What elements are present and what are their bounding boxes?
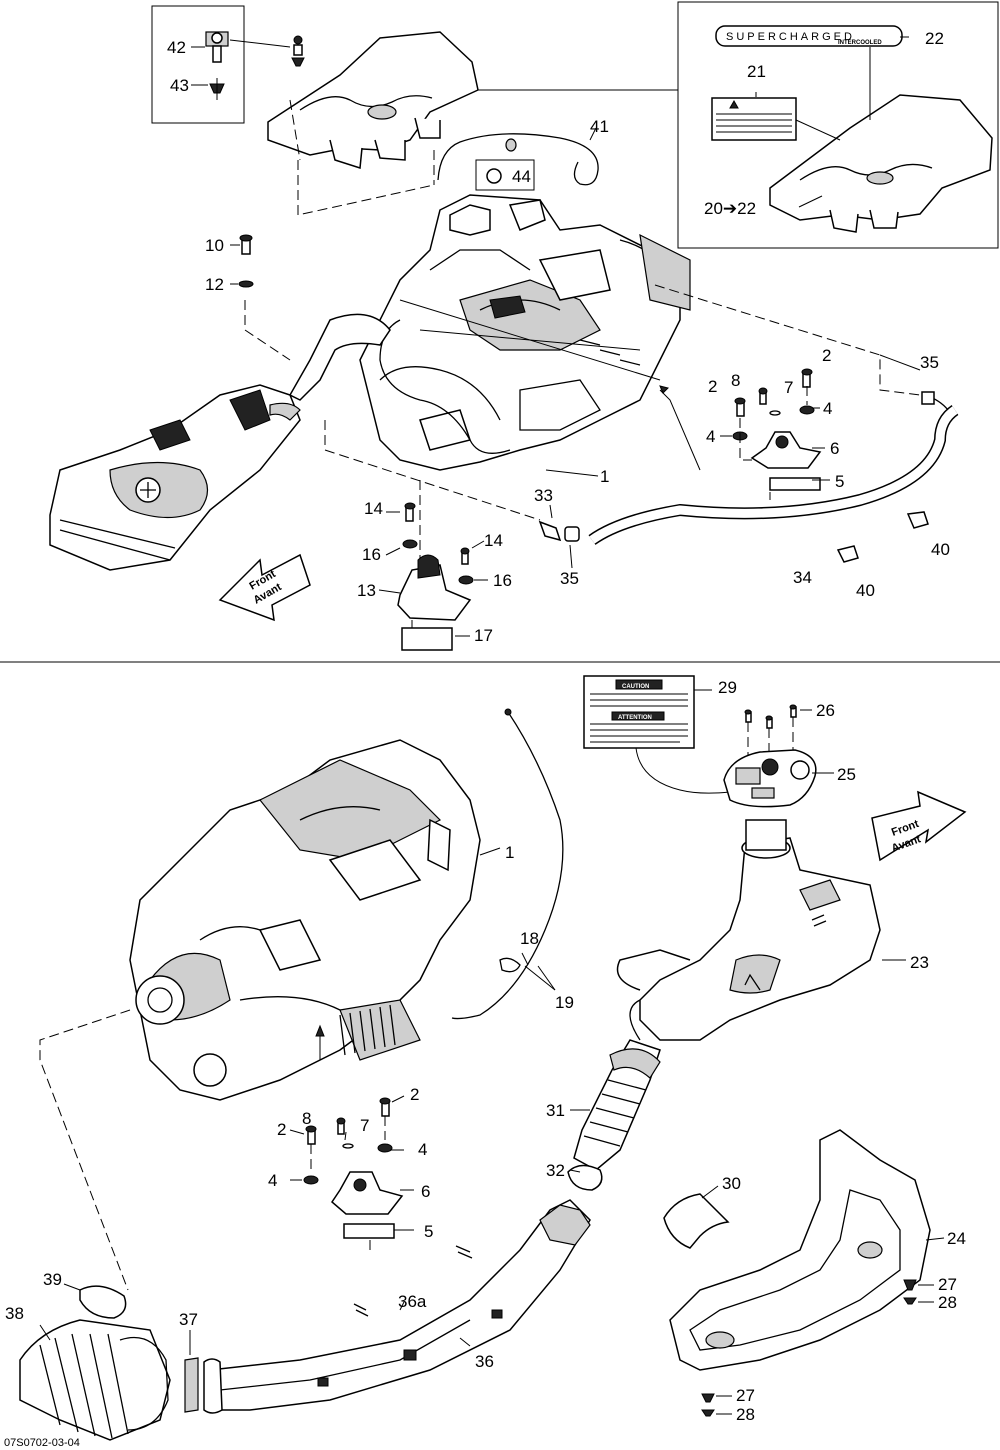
callout-4-bottom-left: 4: [268, 1171, 277, 1190]
cover-30: [663, 1185, 730, 1249]
callout-26: 26: [816, 701, 835, 720]
callout-2-top-right: 2: [822, 346, 831, 365]
hose-41-group: [433, 127, 599, 191]
callout-4-top-right: 4: [823, 399, 832, 418]
callout-36: 36: [475, 1352, 494, 1371]
mount-arrowhead-top: [659, 385, 669, 394]
callout-2-top-left: 2: [708, 377, 717, 396]
callout-27-right: 27: [938, 1275, 957, 1294]
callout-28-bottom: 28: [736, 1405, 755, 1424]
callout-13: 13: [357, 581, 376, 600]
callout-43: 43: [170, 76, 189, 95]
callout-20-22: 20➔22: [704, 199, 756, 218]
callout-1-top: 1: [600, 467, 609, 486]
callout-14-left: 14: [364, 499, 383, 518]
callout-6-top: 6: [830, 439, 839, 458]
callout-39: 39: [43, 1270, 62, 1289]
callout-30: 30: [722, 1174, 741, 1193]
callout-24: 24: [947, 1229, 966, 1248]
callout-35-bottom: 35: [560, 569, 579, 588]
bellows-38-39: [19, 1009, 223, 1441]
intake-duct-top: [49, 313, 391, 571]
callout-14-right: 14: [484, 531, 503, 550]
hardware-27-28: [701, 1279, 934, 1417]
callout-42: 42: [167, 38, 186, 57]
mount-arrowhead-bottom: [315, 1024, 325, 1037]
callout-17: 17: [474, 626, 493, 645]
engine-mount-bottom: [303, 1097, 414, 1250]
callout-36a: 36a: [398, 1292, 427, 1311]
intake-duct-36: [209, 1199, 591, 1411]
callout-44: 44: [512, 167, 531, 186]
callout-21: 21: [747, 62, 766, 81]
caution-decal: CAUTION ATTENTION: [583, 675, 731, 794]
callout-40-left: 40: [856, 581, 875, 600]
callout-2-bottom-right: 2: [410, 1085, 419, 1104]
bellows-31-32: [567, 1039, 661, 1191]
callout-37: 37: [179, 1310, 198, 1329]
callout-32: 32: [546, 1161, 565, 1180]
engine-mount-top: [720, 368, 830, 500]
callout-16-right: 16: [493, 571, 512, 590]
callout-34: 34: [793, 568, 812, 587]
callout-2-bottom-left: 2: [277, 1120, 286, 1139]
callout-40-right: 40: [931, 540, 950, 559]
callout-25: 25: [837, 765, 856, 784]
callout-33: 33: [534, 486, 553, 505]
airbox-tray-24: [669, 1129, 945, 1371]
callout-8-top: 8: [731, 371, 740, 390]
callout-28-right: 28: [938, 1293, 957, 1312]
callout-16-left: 16: [362, 545, 381, 564]
callout-4-bottom-right: 4: [418, 1140, 427, 1159]
callout-12: 12: [205, 275, 224, 294]
fasteners-10-12: [230, 234, 254, 288]
front-arrow-bottom: Front Avant: [871, 790, 967, 862]
engine-mount-lower-top: [397, 502, 474, 651]
callout-6-bottom: 6: [421, 1182, 430, 1201]
decal-inset-box: SUPERCHARGED INTERCOOLED: [478, 1, 999, 249]
callout-23: 23: [910, 953, 929, 972]
mount-arrow-top: [659, 389, 701, 471]
callout-41: 41: [590, 117, 609, 136]
attention-text: ATTENTION: [618, 715, 652, 721]
airbox: [616, 819, 906, 1041]
airbox-lid: [723, 749, 834, 808]
callout-19: 19: [555, 993, 574, 1012]
callout-8-bottom: 8: [302, 1109, 311, 1128]
callout-4-top-left: 4: [706, 427, 715, 446]
callout-29: 29: [718, 678, 737, 697]
callout-5-top: 5: [835, 472, 844, 491]
callout-5-bottom: 5: [424, 1222, 433, 1241]
screws-26: [744, 704, 812, 760]
cable-19: [451, 708, 564, 1020]
leaders-top: [244, 160, 921, 650]
cover-fastener: [291, 35, 305, 67]
decal-intercooled-text: INTERCOOLED: [838, 40, 882, 46]
callout-7-top: 7: [784, 378, 793, 397]
engine-assembly-bottom: [129, 739, 501, 1101]
caution-text: CAUTION: [622, 684, 649, 690]
fastener-inset-box: [151, 5, 291, 124]
callout-18: 18: [520, 929, 539, 948]
decal-supercharged-text: SUPERCHARGED: [726, 31, 855, 43]
callout-35-top: 35: [920, 353, 939, 372]
callout-7-bottom: 7: [360, 1116, 369, 1135]
callout-10: 10: [205, 236, 224, 255]
callout-labels: 42 43 44 41 21 22 20➔22 10 12 35 2 8 7 2…: [4, 29, 966, 1449]
engine-cover-left: [267, 31, 479, 169]
figure-code: 07S0702-03-04: [4, 1437, 80, 1449]
callout-38: 38: [5, 1304, 24, 1323]
engine-assembly-top: [359, 194, 691, 471]
callout-22: 22: [925, 29, 944, 48]
callout-1-bottom: 1: [505, 843, 514, 862]
front-arrow-top: Front Avant: [218, 553, 311, 622]
callout-27-bottom: 27: [736, 1386, 755, 1405]
hose-34: [538, 391, 959, 563]
callout-31: 31: [546, 1101, 565, 1120]
